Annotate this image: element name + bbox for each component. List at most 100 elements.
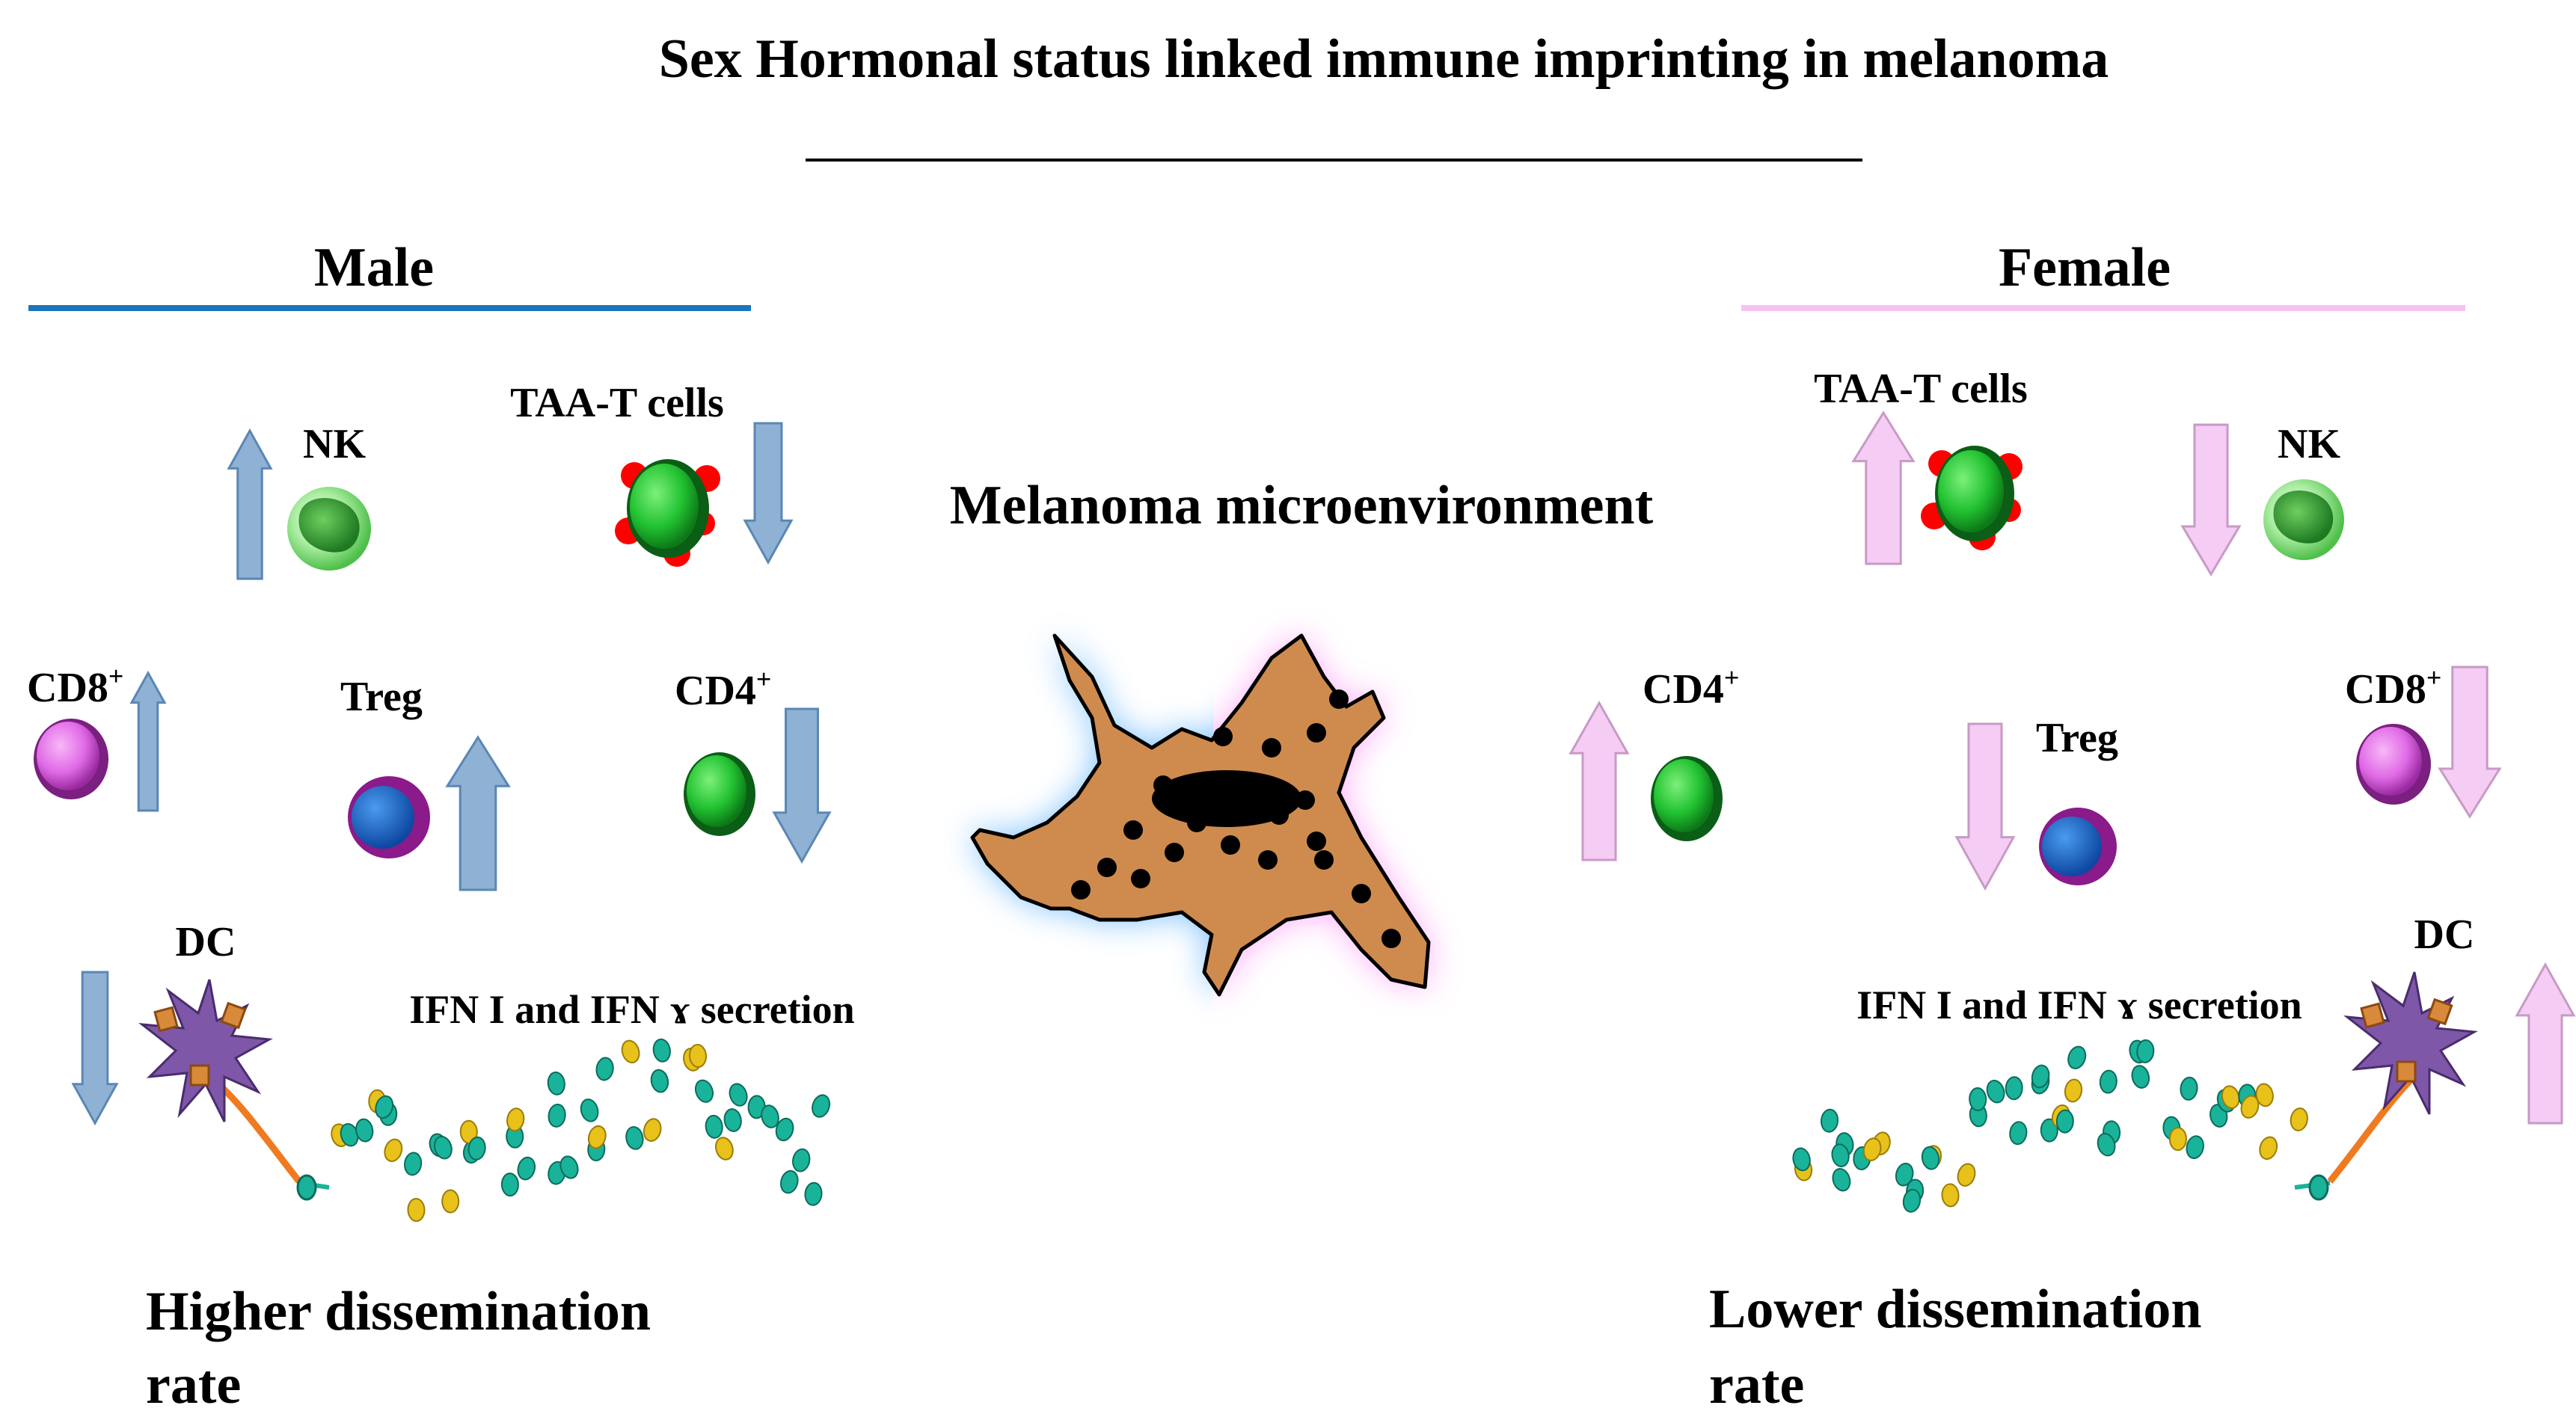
ifn-particle bbox=[2259, 1136, 2278, 1161]
male-dc-label: DC bbox=[176, 919, 236, 965]
ifn-particle bbox=[587, 1125, 607, 1149]
ifn-particle bbox=[1902, 1188, 1922, 1213]
ifn-particle bbox=[2040, 1118, 2058, 1143]
male-dendritic-cell bbox=[138, 979, 330, 1201]
ifn-particle bbox=[2186, 1135, 2204, 1159]
ifn-particle bbox=[2255, 1083, 2274, 1107]
ifn-particle bbox=[643, 1118, 662, 1142]
male-treg-cell bbox=[348, 776, 430, 858]
ifn-particle bbox=[688, 1044, 708, 1068]
ifn-particle bbox=[384, 1138, 403, 1162]
ifn-particle bbox=[2099, 1069, 2117, 1094]
female-outcome-line2: rate bbox=[1709, 1354, 1804, 1416]
ifn-particle bbox=[548, 1103, 566, 1128]
female-ifn-particles bbox=[1792, 1039, 2308, 1213]
female-taa-label: TAA-T cells bbox=[1814, 366, 2028, 412]
ifn-particle bbox=[2009, 1121, 2028, 1146]
female-heading: Female bbox=[1999, 237, 2171, 298]
ifn-particle bbox=[2055, 1109, 2074, 1134]
male-cd4-arrow bbox=[772, 707, 832, 864]
ifn-particle bbox=[547, 1071, 565, 1095]
female-taa-arrow bbox=[1851, 411, 1916, 565]
male-nk-cell bbox=[287, 487, 371, 571]
female-treg-label: Treg bbox=[2036, 715, 2118, 761]
ifn-particle bbox=[2136, 1039, 2155, 1063]
center-label: Melanoma microenvironment bbox=[950, 475, 1654, 536]
male-panel: NK TAA-T cells CD8+ Treg bbox=[27, 380, 855, 1416]
female-cd8-label: CD8+ bbox=[2345, 663, 2441, 713]
melanoma-cell bbox=[970, 633, 1431, 997]
ifn-particle bbox=[650, 1069, 669, 1093]
page-title: Sex Hormonal status linked immune imprin… bbox=[659, 28, 2109, 90]
female-cd4-arrow bbox=[1568, 700, 1630, 861]
ifn-particle bbox=[580, 1098, 599, 1122]
ifn-particle bbox=[407, 1198, 426, 1222]
female-dendritic-cell bbox=[2294, 971, 2478, 1201]
female-panel: TAA-T cells NK CD4+ Treg bbox=[1568, 366, 2576, 1416]
ifn-particle bbox=[355, 1118, 374, 1143]
ifn-particle bbox=[1969, 1087, 1987, 1111]
ifn-particle bbox=[1941, 1183, 1960, 1208]
female-nk-label: NK bbox=[2278, 421, 2340, 467]
female-nk-arrow bbox=[2180, 423, 2242, 577]
female-cd4-cell bbox=[1651, 756, 1723, 841]
ifn-particle bbox=[2005, 1076, 2023, 1101]
ifn-particle bbox=[2240, 1095, 2260, 1119]
tumor-granules bbox=[1071, 689, 1401, 948]
male-cd8-label: CD8+ bbox=[27, 661, 123, 711]
ifn-particle bbox=[595, 1057, 614, 1081]
ifn-particle bbox=[652, 1038, 671, 1063]
ifn-particle bbox=[779, 1170, 799, 1194]
ifn-particle bbox=[625, 1126, 644, 1150]
male-taa-arrow bbox=[743, 422, 794, 565]
male-cd4-label: CD4+ bbox=[675, 664, 771, 714]
female-taa-t-cell bbox=[1921, 446, 2023, 550]
ifn-particle bbox=[1832, 1168, 1851, 1192]
ifn-particle bbox=[729, 1083, 748, 1107]
ifn-particle bbox=[2067, 1045, 2087, 1069]
ifn-particle bbox=[1792, 1147, 1811, 1172]
female-ifn-label: IFN I and IFN ɤ secretion bbox=[1856, 983, 2301, 1027]
male-treg-label: Treg bbox=[340, 674, 423, 720]
female-cd8-cell bbox=[2356, 724, 2431, 805]
male-cd4-cell bbox=[684, 752, 755, 836]
ifn-particle bbox=[723, 1108, 742, 1132]
male-taa-t-cell bbox=[615, 459, 720, 567]
ifn-particle bbox=[1831, 1143, 1850, 1167]
male-nk-label: NK bbox=[303, 421, 366, 467]
ifn-particle bbox=[812, 1094, 831, 1118]
female-treg-arrow bbox=[1954, 722, 2016, 891]
male-dc-arrow bbox=[71, 971, 119, 1126]
ifn-particle bbox=[761, 1104, 779, 1128]
ifn-particle bbox=[2031, 1064, 2050, 1089]
ifn-particle bbox=[1957, 1163, 1976, 1187]
female-treg-cell bbox=[2039, 808, 2117, 885]
female-cd8-arrow bbox=[2438, 666, 2502, 819]
ifn-particle bbox=[517, 1156, 536, 1181]
male-treg-arrow bbox=[445, 735, 511, 891]
ifn-particle bbox=[694, 1079, 714, 1103]
ifn-particle bbox=[559, 1155, 579, 1179]
ifn-particle bbox=[1986, 1079, 2005, 1104]
male-nk-arrow bbox=[227, 428, 273, 580]
male-outcome-line1: Higher dissemination bbox=[146, 1281, 651, 1342]
ifn-particle bbox=[792, 1148, 811, 1173]
male-cd8-cell bbox=[34, 719, 108, 799]
ifn-particle bbox=[1921, 1146, 1940, 1170]
male-taa-label: TAA-T cells bbox=[510, 380, 724, 426]
ifn-particle bbox=[404, 1152, 423, 1176]
ifn-particle bbox=[2180, 1076, 2198, 1101]
ifn-particle bbox=[2064, 1078, 2083, 1103]
ifn-particle bbox=[506, 1107, 525, 1132]
female-outcome-line1: Lower dissemination bbox=[1709, 1279, 2202, 1340]
female-dc-label: DC bbox=[2414, 912, 2475, 958]
ifn-particle bbox=[2290, 1107, 2308, 1131]
female-dc-arrow bbox=[2515, 962, 2576, 1125]
male-ifn-label: IFN I and IFN ɤ secretion bbox=[409, 987, 854, 1032]
female-cd4-label: CD4+ bbox=[1643, 663, 1739, 713]
ifn-particle bbox=[1820, 1108, 1839, 1133]
ifn-particle bbox=[1862, 1137, 1882, 1161]
ifn-particle bbox=[441, 1189, 460, 1214]
